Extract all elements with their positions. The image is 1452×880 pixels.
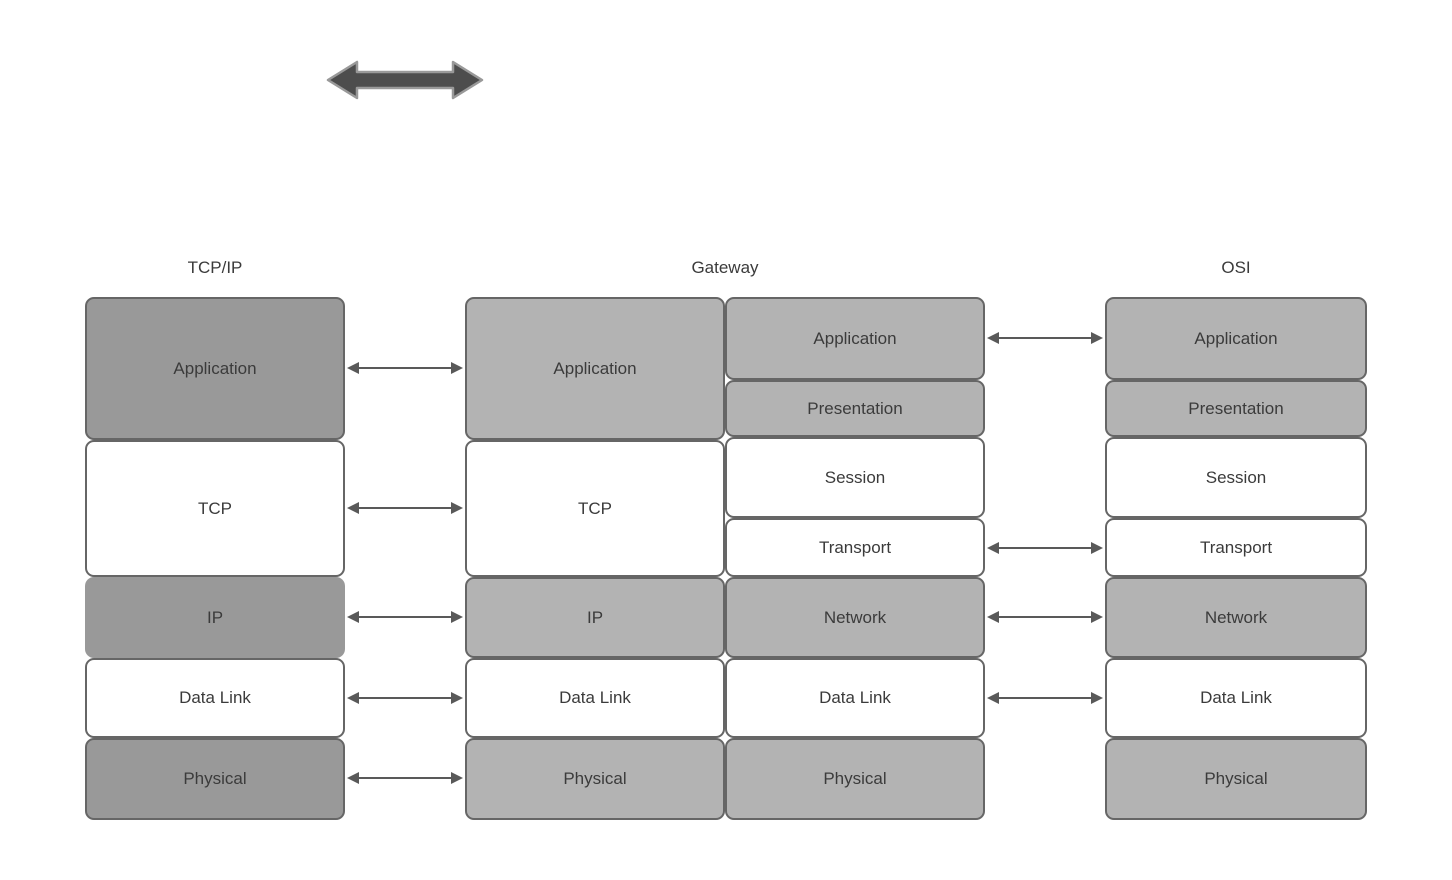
osi-layer-physical: Physical (1105, 738, 1367, 820)
double-arrow-tcpip-gateway-application (347, 362, 463, 374)
gateway-right-layer-physical: Physical (725, 738, 985, 820)
gateway-left-layer-application: Application (465, 297, 725, 440)
gateway-right-layer-presentation: Presentation (725, 380, 985, 437)
double-arrow-gateway-osi-transport (987, 542, 1103, 554)
gateway-left-layer-data-link: Data Link (465, 658, 725, 738)
double-arrow-gateway-osi-network (987, 611, 1103, 623)
osi-layer-session: Session (1105, 437, 1367, 518)
gateway-right-layer-data-link: Data Link (725, 658, 985, 738)
gateway-right-layer-session: Session (725, 437, 985, 518)
double-arrow-tcpip-gateway-physical (347, 772, 463, 784)
osi-stack: Application Presentation Session Transpo… (1105, 297, 1367, 820)
osi-layer-presentation: Presentation (1105, 380, 1367, 437)
tcpip-layer-data-link: Data Link (85, 658, 345, 738)
tcpip-layer-tcp: TCP (85, 440, 345, 577)
gateway-left-layer-tcp: TCP (465, 440, 725, 577)
tcpip-column-header: TCP/IP (187, 258, 243, 277)
tcpip-layer-ip: IP (85, 577, 345, 658)
osi-layer-network: Network (1105, 577, 1367, 658)
double-arrow-tcpip-gateway-ip (347, 611, 463, 623)
tcpip-layer-physical: Physical (85, 738, 345, 820)
double-arrow-tcpip-gateway-data-link (347, 692, 463, 704)
gateway-right-layer-network: Network (725, 577, 985, 658)
osi-layer-data-link: Data Link (1105, 658, 1367, 738)
gateway-right-layer-transport: Transport (725, 518, 985, 577)
double-arrow-gateway-osi-application (987, 332, 1103, 344)
tcpip-stack: Application TCP IP Data Link Physical (85, 297, 345, 820)
gateway-column-header: Gateway (691, 258, 759, 277)
double-arrow-gateway-osi-data-link (987, 692, 1103, 704)
osi-layer-transport: Transport (1105, 518, 1367, 577)
gateway-left-stack: Application TCP IP Data Link Physical (465, 297, 725, 820)
thick-double-arrow-icon (326, 60, 484, 100)
gateway-left-layer-ip: IP (465, 577, 725, 658)
gateway-right-layer-application: Application (725, 297, 985, 380)
gateway-left-layer-physical: Physical (465, 738, 725, 820)
osi-layer-application: Application (1105, 297, 1367, 380)
gateway-right-stack: Application Presentation Session Transpo… (725, 297, 985, 820)
double-arrow-tcpip-gateway-tcp (347, 502, 463, 514)
osi-column-header: OSI (1221, 258, 1251, 277)
tcpip-layer-application: Application (85, 297, 345, 440)
